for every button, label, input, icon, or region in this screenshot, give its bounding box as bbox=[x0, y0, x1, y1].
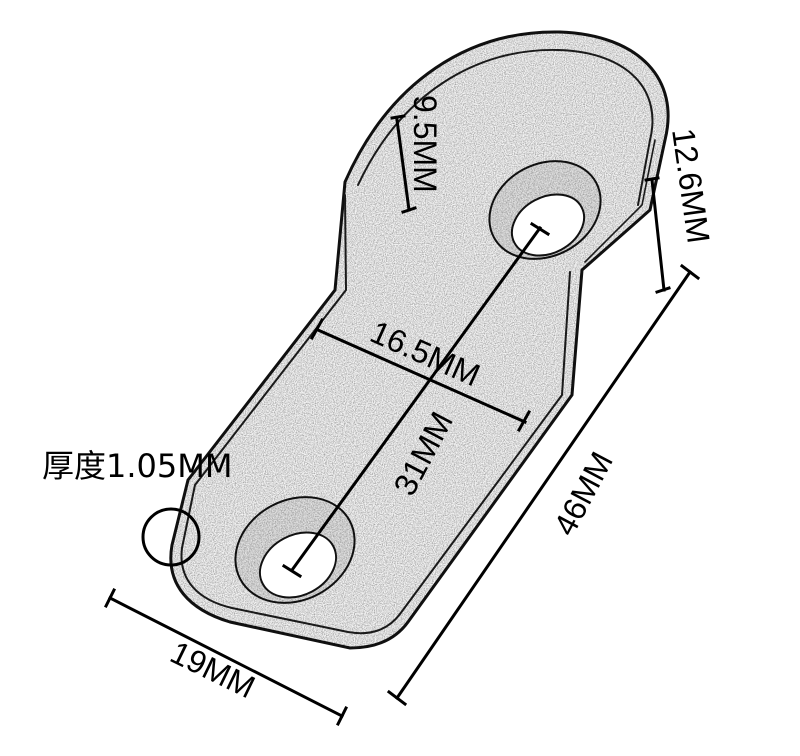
base-plate-edge bbox=[180, 194, 571, 635]
dim-length bbox=[386, 263, 701, 707]
dim-hole-spacing bbox=[281, 221, 551, 579]
label-side-height: 12.6MM bbox=[665, 126, 717, 245]
label-width: 19MM bbox=[165, 634, 261, 705]
dim-width bbox=[103, 587, 349, 727]
dim-width-inner bbox=[309, 317, 532, 433]
dim-flange-height bbox=[390, 114, 417, 214]
side-bend bbox=[584, 139, 656, 263]
dim-side-height bbox=[644, 176, 671, 294]
upper-hole bbox=[488, 160, 602, 260]
label-flange-height: 9.5MM bbox=[407, 95, 443, 193]
label-thickness: 厚度1.05MM bbox=[42, 447, 232, 485]
label-length: 46MM bbox=[546, 446, 620, 541]
thickness-callout-circle bbox=[141, 507, 201, 567]
